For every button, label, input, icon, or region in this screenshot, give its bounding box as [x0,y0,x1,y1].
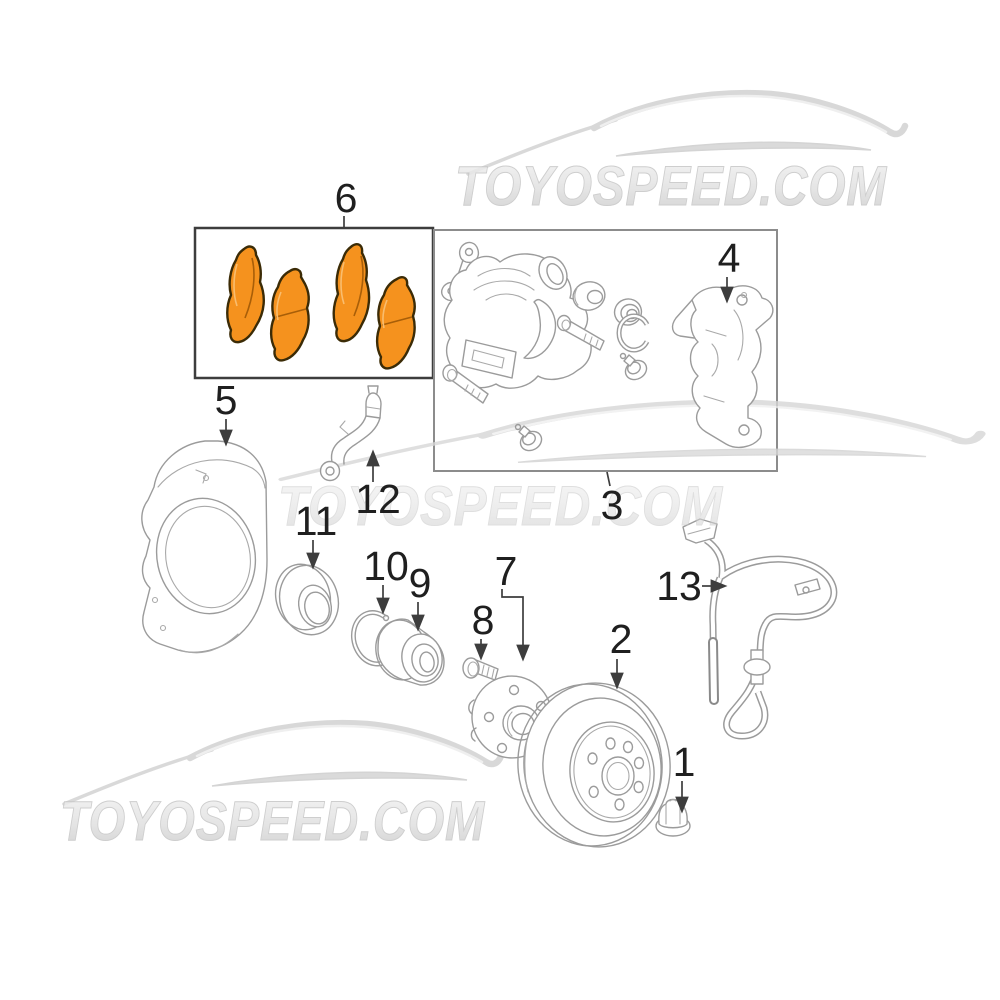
watermark-bottom-left: TOYOSPEED.COM [60,723,501,853]
callout-8: 8 [472,597,495,661]
leader-line [606,471,611,487]
brake-pads-drawing [226,243,416,370]
callout-10: 10 [363,543,409,615]
callout-number: 2 [610,616,633,662]
callout-number: 5 [215,377,238,423]
callout-number: 1 [673,739,696,785]
toyospeed-watermark: TOYOSPEED.COM [455,154,887,217]
mounting-bolt-drawing [442,364,489,404]
bleeder-screw-drawing-2 [514,423,543,452]
callout-5: 5 [215,377,238,447]
grease-retainer-drawing [274,563,340,636]
snap-ring-clip-drawing [616,313,650,353]
brake-rotor-drawing [517,682,671,848]
callout-number: 7 [495,548,518,594]
callout-9: 9 [409,560,432,632]
callout-7: 7 [495,548,530,662]
callout-2: 2 [610,616,633,690]
dust-shield-drawing [141,440,268,654]
abs-sensor-wire-drawing [682,518,838,740]
brake-hose-drawing [319,385,382,482]
toyospeed-watermark: TOYOSPEED.COM [60,789,485,852]
callout-13: 13 [656,563,728,609]
caliper-bracket-drawing [671,285,774,449]
watermark-top-right: TOYOSPEED.COM [455,93,905,218]
leader-arrow [501,589,530,662]
callout-6: 6 [335,175,358,228]
callout-number: 4 [718,235,741,281]
callout-4: 4 [718,235,741,304]
bleeder-screw-drawing-1 [619,352,648,381]
callout-1: 1 [673,739,696,814]
callout-number: 11 [295,498,338,544]
callout-number: 9 [409,560,432,606]
guide-pin-bolt-drawing [556,314,605,351]
piston-boot-drawing [572,281,606,311]
callout-number: 8 [472,597,495,643]
callout-number: 3 [601,482,624,528]
callout-12: 12 [355,449,401,522]
callout-number: 13 [656,563,702,609]
wheel-bearing-drawing [375,618,445,686]
callout-3: 3 [601,471,624,528]
callouts: 1 2 3 4 5 6 7 8 [215,175,741,814]
washer-seal-drawing [613,298,643,326]
callout-number: 10 [363,543,409,589]
toyospeed-watermark: TOYOSPEED.COM [278,474,723,537]
hub-bolt-drawing [462,657,499,681]
callout-11: 11 [295,498,338,570]
callout-number: 6 [335,175,358,221]
piston-seal-drawing [538,256,568,290]
callout-number: 12 [355,476,401,522]
